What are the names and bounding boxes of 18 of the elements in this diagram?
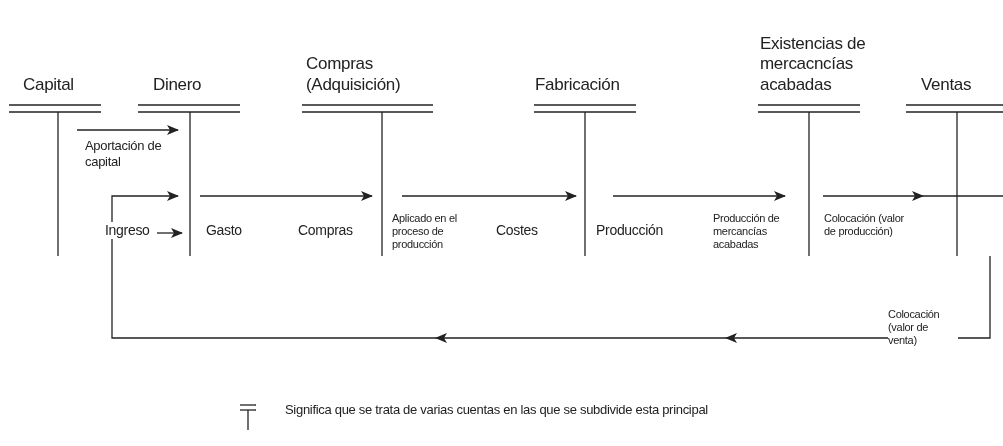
arrow — [401, 191, 577, 201]
arrow — [111, 191, 991, 339]
account-title: Existencias de mercacncías acabadas — [760, 33, 867, 95]
account-title: Compras (Adquisición) — [306, 54, 402, 95]
arrow — [156, 228, 183, 238]
account-title: Fabricación — [535, 74, 621, 95]
edge-label: Aportación de capital — [85, 138, 165, 170]
account-title: Dinero — [153, 74, 203, 95]
arrow — [822, 191, 924, 201]
entry-label: Colocación (valor de producción) — [824, 212, 904, 239]
account-title: Capital — [23, 74, 75, 95]
arrow — [199, 191, 373, 201]
edge-label: Colocación (valor de venta) — [888, 308, 958, 348]
entry-label: Ingreso — [105, 222, 153, 239]
legend-text: Significa que se trata de varias cuentas en las que se subdivide esta principal — [285, 402, 708, 418]
arrow — [612, 191, 786, 201]
account-title: Ventas — [921, 74, 973, 95]
arrow — [76, 125, 179, 135]
